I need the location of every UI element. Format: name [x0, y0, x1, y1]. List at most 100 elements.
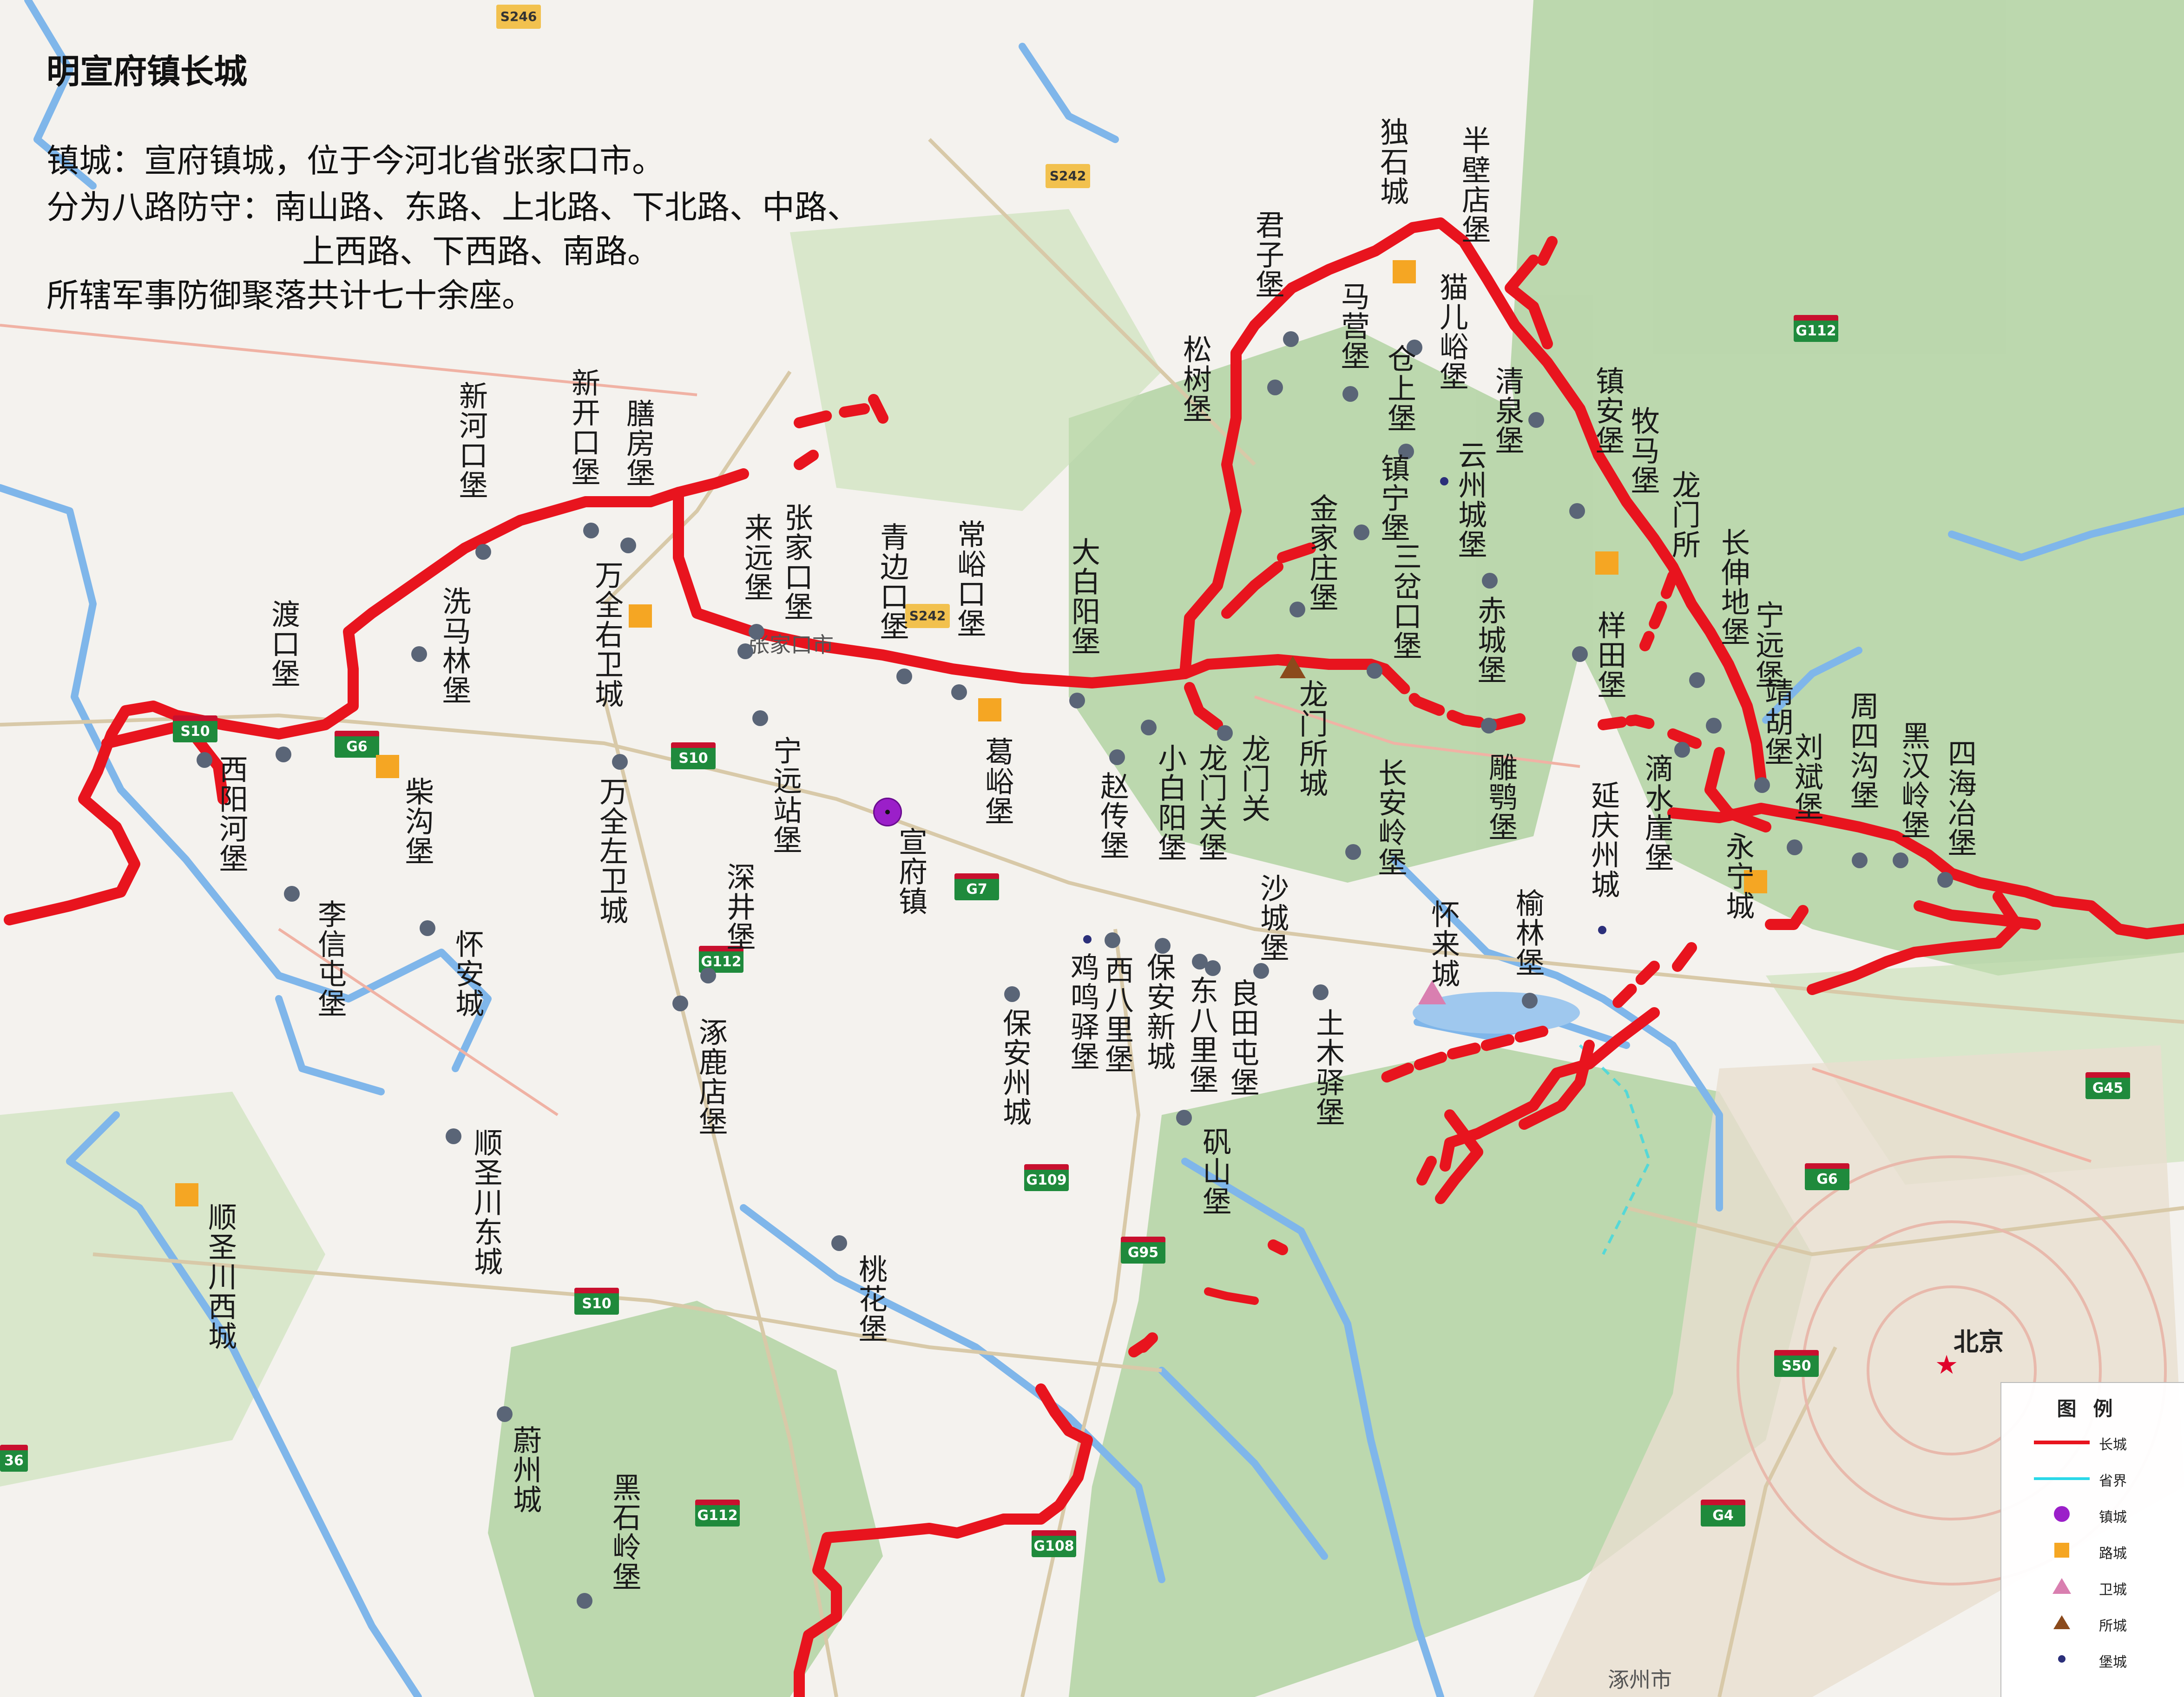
label-heihanling: 黑汉岭堡	[1896, 721, 1930, 840]
fort-zhangjiakou[interactable]	[749, 624, 764, 640]
fort-xiangtian[interactable]	[1572, 646, 1588, 662]
fort-sihaiye[interactable]	[1937, 872, 1953, 888]
fort-changshendi[interactable]	[1689, 672, 1705, 688]
fort-xibali[interactable]	[1105, 932, 1120, 948]
road-shield-g112: G112	[1794, 315, 1838, 342]
town-symbol-xuanfu[interactable]	[873, 798, 902, 826]
fort-longmenguan[interactable]	[1217, 725, 1233, 741]
label-qingbiankou: 青边口堡	[875, 522, 909, 641]
road-shield-s242b: S242	[905, 604, 950, 628]
fort-sanchakou[interactable]	[1367, 663, 1382, 679]
road-shield-g108: G108	[1032, 1530, 1076, 1557]
label-sihaiye: 四海冶堡	[1943, 739, 1977, 858]
label-sanchakou: 三岔口堡	[1388, 542, 1422, 661]
label-tumu: 土木驿堡	[1311, 1008, 1345, 1127]
description-line-1: 镇城：宣府镇城，位于今河北省张家口市。	[46, 142, 664, 180]
fort-xinkaikou[interactable]	[583, 523, 599, 538]
fort-huaian[interactable]	[420, 920, 435, 936]
fort-heishiling[interactable]	[577, 1593, 592, 1609]
legend-label-border: 省界	[2099, 1473, 2127, 1489]
fort-xiyanghe[interactable]	[197, 752, 212, 768]
fort-jinjiazhuang[interactable]	[1289, 602, 1305, 617]
label-xiaobaiyang: 小白阳堡	[1153, 743, 1187, 862]
legend-label-suo: 所城	[2099, 1618, 2127, 1634]
brown-triangle-icon	[2053, 1615, 2070, 1629]
fort-shacheng[interactable]	[1253, 963, 1269, 979]
fort-zhousigou[interactable]	[1852, 852, 1868, 868]
fort-xinhekou[interactable]	[475, 544, 491, 560]
road-city-symbol-dushi[interactable]	[1393, 260, 1416, 283]
fort-zhenning[interactable]	[1354, 524, 1369, 540]
fort-maoer[interactable]	[1407, 340, 1422, 355]
fort-yunzhou[interactable]	[1440, 477, 1448, 485]
province-border	[1579, 1044, 1651, 1255]
label-shacheng: 沙城堡	[1255, 873, 1289, 963]
fort-taohua[interactable]	[831, 1235, 847, 1251]
fort-zhuolu[interactable]	[672, 996, 688, 1011]
label-zhousigou: 周四沟堡	[1845, 691, 1879, 810]
fort-qingbiankou[interactable]	[896, 668, 912, 684]
fort-lixintun[interactable]	[284, 886, 300, 902]
fort-heihanling[interactable]	[1893, 852, 1908, 868]
fort-changanling[interactable]	[1345, 844, 1361, 860]
fort-yuzhou[interactable]	[497, 1406, 513, 1422]
fort-baoanzhou[interactable]	[1004, 986, 1020, 1002]
fort-fanshan[interactable]	[1176, 1110, 1192, 1126]
fort-jiming[interactable]	[1083, 935, 1092, 944]
road-shield-s10: S10	[671, 742, 716, 769]
label-xinkaikou: 新开口堡	[566, 368, 600, 487]
label-liubin: 刘斌堡	[1789, 732, 1823, 821]
fort-shenjing[interactable]	[700, 968, 716, 983]
fort-shunsheng-e[interactable]	[446, 1128, 461, 1144]
fort-zhenan[interactable]	[1569, 503, 1585, 519]
label-junzi: 君子堡	[1250, 210, 1284, 299]
fort-cangshang[interactable]	[1398, 444, 1414, 459]
label-fanshan: 矾山堡	[1197, 1127, 1231, 1216]
fort-jinghu[interactable]	[1754, 777, 1770, 793]
wei-city-symbol-huailai[interactable]	[1418, 980, 1446, 1004]
label-yanqing: 延庆州城	[1586, 780, 1620, 899]
fort-qingquan[interactable]	[1528, 412, 1544, 428]
label-xibali: 西八里堡	[1100, 955, 1134, 1074]
fort-xiaobaiyang[interactable]	[1141, 720, 1157, 735]
road-city-symbol-geyu[interactable]	[978, 698, 1001, 721]
fort-wanquanzuo[interactable]	[612, 754, 628, 770]
fort-dukou[interactable]	[276, 747, 291, 762]
road-city-symbol-longmensuo[interactable]	[1595, 551, 1618, 575]
label-maoer: 猫儿峪堡	[1434, 272, 1468, 391]
fort-ningyuan-e[interactable]	[1706, 718, 1722, 734]
fort-baoanxin[interactable]	[1155, 938, 1171, 954]
road-city-symbol-wanquanyou[interactable]	[629, 604, 652, 628]
label-xinhekou: 新河口堡	[454, 381, 488, 500]
label-shunsheng-e: 顺圣川东城	[469, 1128, 503, 1277]
fort-dishuiya[interactable]	[1674, 742, 1690, 758]
fort-liangtian[interactable]	[1205, 960, 1221, 976]
fort-chicheng[interactable]	[1482, 573, 1498, 589]
legend-row-wei: 卫城	[2001, 1571, 2184, 1603]
fort-songshu[interactable]	[1267, 380, 1283, 395]
fort-ximalin[interactable]	[411, 646, 427, 662]
fort-ningyuanzhan[interactable]	[752, 710, 768, 726]
fort-maying[interactable]	[1342, 386, 1358, 402]
road-city-symbol-chaigou[interactable]	[376, 755, 399, 778]
road-city-symbol-shunsheng-w[interactable]	[175, 1183, 198, 1206]
fort-diaoe[interactable]	[1481, 718, 1497, 734]
fort-yulin[interactable]	[1522, 993, 1538, 1009]
fort-shanfang[interactable]	[620, 537, 636, 553]
description-line-3: 上西路、下西路、南路。	[302, 232, 660, 270]
fort-liubin[interactable]	[1787, 839, 1802, 855]
fort-dabaiyang[interactable]	[1069, 693, 1085, 708]
fort-changyukou[interactable]	[951, 684, 967, 700]
fort-yanqing[interactable]	[1598, 926, 1606, 934]
fort-zhaochuan[interactable]	[1109, 749, 1125, 765]
road-city-symbol-yongning[interactable]	[1744, 870, 1767, 893]
fort-tumu[interactable]	[1313, 984, 1329, 1000]
suo-city-symbol-longmensuo[interactable]	[1280, 656, 1306, 678]
fort-laiyuan[interactable]	[737, 643, 753, 659]
fort-junzi[interactable]	[1283, 331, 1299, 347]
label-dabaiyang: 大白阳堡	[1066, 537, 1100, 656]
label-longmensuo: 龙门所城	[1294, 679, 1328, 798]
purple-circle-icon	[2054, 1506, 2070, 1522]
legend-row-wall: 长城	[2001, 1426, 2184, 1458]
